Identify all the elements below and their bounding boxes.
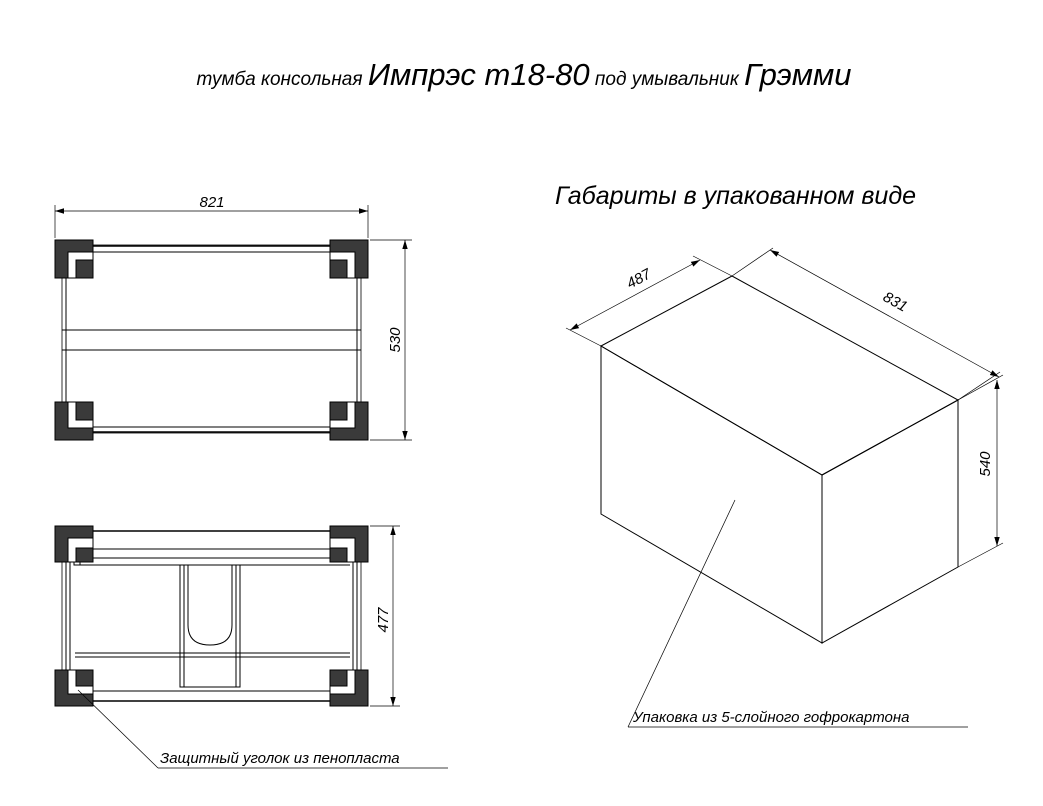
corner-leader [77,689,159,769]
dim-ext-487-a [565,327,602,347]
foam-corner-front-tl [54,525,94,563]
dim-label-831: 831 [880,289,910,316]
dim-ext-540-a [957,374,1004,401]
dim-label-540: 540 [977,451,994,477]
dim-ext-831-a [731,247,774,277]
siphon-cutout [187,565,233,646]
dim-label-487: 487 [624,265,655,292]
corner-note: Защитный уголок из пенопласта [160,750,400,767]
dim-ext-831-b [957,371,1001,401]
top-view: 821 530 [54,194,412,441]
title-part-1: тумба консольная [197,69,368,90]
cabinet-body-front [61,530,362,702]
front-view: 477 [54,525,448,769]
dim-label-477: 477 [375,607,392,633]
title-part-2: Импрэс т18-80 [368,57,590,92]
cabinet-body-top [61,244,362,434]
title-part-3: под умывальник [590,69,744,90]
dim-ext-540-b [957,542,1004,568]
box-front-face [600,345,823,644]
foam-corner-br [329,401,369,441]
foam-corner-bl [54,401,94,441]
foam-corner-tr [329,239,369,279]
dim-ext-487-b [692,255,733,277]
foam-corner-tl [54,239,94,279]
package-leader [627,499,736,728]
center-panel [179,564,241,688]
title-part-4: Грэмми [744,57,851,92]
dim-line-831 [769,249,1000,378]
dim-line-487 [569,259,701,331]
dim-label-530: 530 [387,327,404,353]
dim-label-821: 821 [199,194,224,211]
page-title: тумба консольная Импрэс т18-80 под умыва… [197,57,852,92]
foam-corner-front-tr [329,525,369,563]
package-heading: Габариты в упакованном виде [555,182,916,210]
box-right-face [821,399,959,644]
foam-corner-front-br [329,669,369,707]
package-note: Упаковка из 5-слойного гофрокартона [632,709,909,726]
package-box: 487 831 540 Упаковка из 5-слойного гофро… [565,247,1004,728]
foam-corner-front-bl [54,669,94,707]
